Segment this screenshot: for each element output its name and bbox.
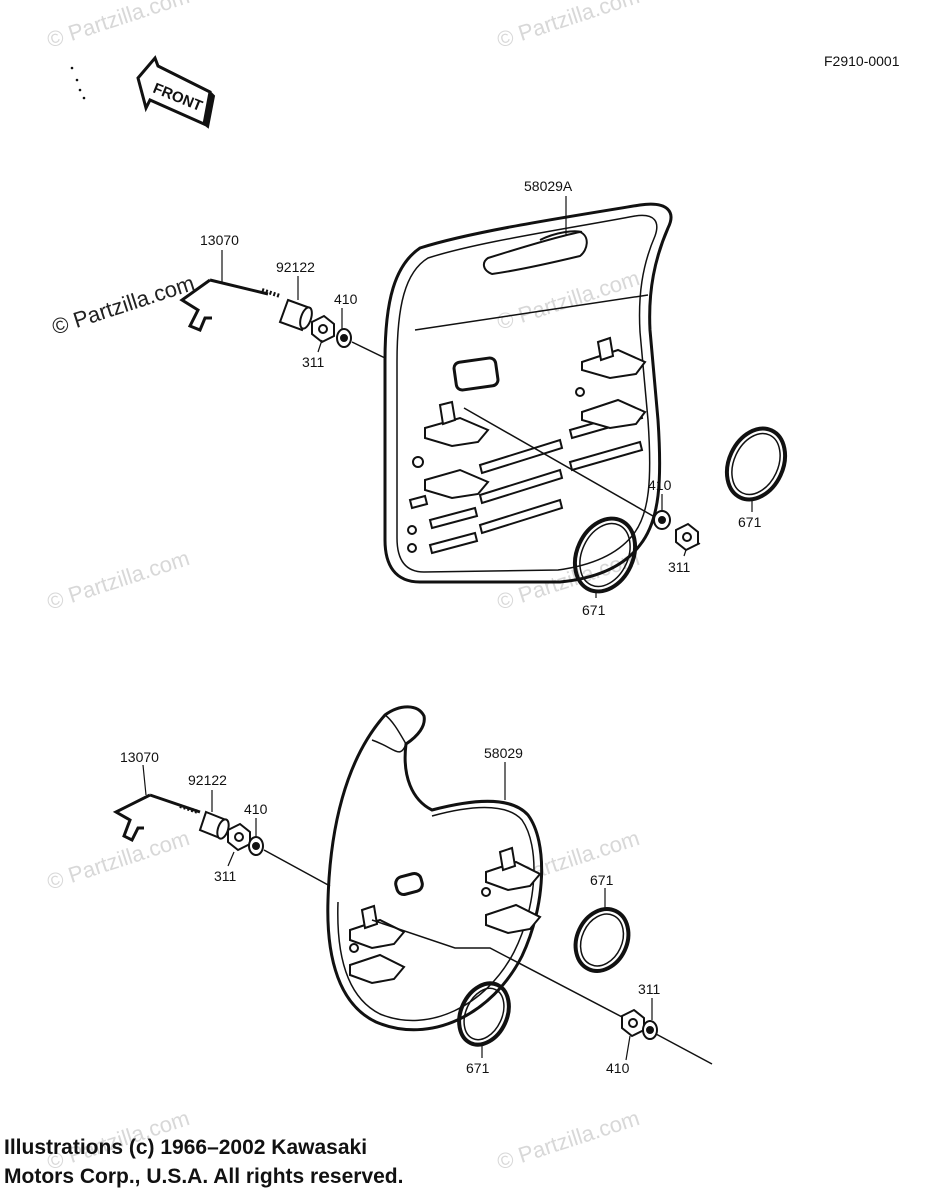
label-58029: 58029 (484, 745, 523, 761)
lower-washer-right (642, 1020, 658, 1040)
label-410-lower-right: 410 (606, 1060, 630, 1076)
watermark: © Partzilla.com (494, 265, 643, 335)
lower-oring-lower (457, 981, 511, 1047)
label-13070-lower: 13070 (120, 749, 159, 765)
upper-washer-right (653, 510, 671, 530)
lower-nut-right (621, 1008, 645, 1038)
lower-oring-upper (573, 907, 631, 973)
lower-assembly (112, 705, 713, 1065)
label-671-mid: 671 (582, 602, 606, 618)
upper-collar (278, 298, 313, 332)
label-671-lower-lower: 671 (466, 1060, 490, 1076)
label-671-right: 671 (738, 514, 762, 530)
upper-rod (209, 278, 269, 296)
label-410-right: 410 (648, 477, 672, 493)
copyright-line-2: Motors Corp., U.S.A. All rights reserved… (4, 1165, 404, 1188)
upper-nut (311, 314, 335, 344)
label-311: 311 (302, 354, 325, 370)
lower-clips (349, 846, 542, 985)
upper-oring-mid (572, 516, 638, 594)
upper-washer (336, 328, 352, 348)
label-58029A: 58029A (524, 178, 573, 194)
lower-leaders (142, 762, 653, 1061)
upper-leaders (221, 196, 753, 598)
lower-nut (227, 822, 251, 852)
upper-nut-right (675, 522, 699, 552)
watermark: © Partzilla.com (44, 545, 193, 615)
label-13070: 13070 (200, 232, 239, 248)
label-92122-lower: 92122 (188, 772, 227, 788)
copyright-notice: Illustrations (c) 1966–2002 Kawasaki Mot… (4, 1133, 403, 1191)
lower-labels: 58029 13070 92122 410 311 671 671 311 41… (120, 745, 661, 1076)
lower-washer (248, 836, 264, 856)
label-311-lower: 311 (214, 868, 237, 884)
label-410-lower: 410 (244, 801, 268, 817)
figure-code: F2910-0001 (824, 53, 900, 69)
upper-panel-outline (383, 202, 673, 584)
label-311-right: 311 (668, 559, 691, 575)
upper-assembly (179, 202, 788, 594)
upper-clips (407, 336, 647, 553)
label-671-lower-upper: 671 (590, 872, 614, 888)
upper-labels: 58029A 13070 92122 410 311 410 311 671 6… (200, 178, 762, 618)
copyright-line-1: Illustrations (c) 1966–2002 Kawasaki (4, 1136, 368, 1159)
corner-marks (70, 66, 86, 100)
watermarks: © Partzilla.com © Partzilla.com © Partzi… (44, 0, 643, 1175)
label-311-lower-right: 311 (638, 981, 661, 997)
watermark: © Partzilla.com (494, 1105, 643, 1175)
upper-oring-right (724, 426, 788, 502)
watermark: © Partzilla.com (494, 0, 643, 53)
label-92122: 92122 (276, 259, 315, 275)
front-arrow: FRONT (136, 55, 216, 129)
label-410: 410 (334, 291, 358, 307)
watermark-dark: © Partzilla.com (49, 270, 198, 340)
watermark: © Partzilla.com (44, 0, 193, 53)
watermark: © Partzilla.com (44, 825, 193, 895)
lower-collar (198, 810, 230, 840)
lower-panel-outline (326, 705, 544, 1032)
